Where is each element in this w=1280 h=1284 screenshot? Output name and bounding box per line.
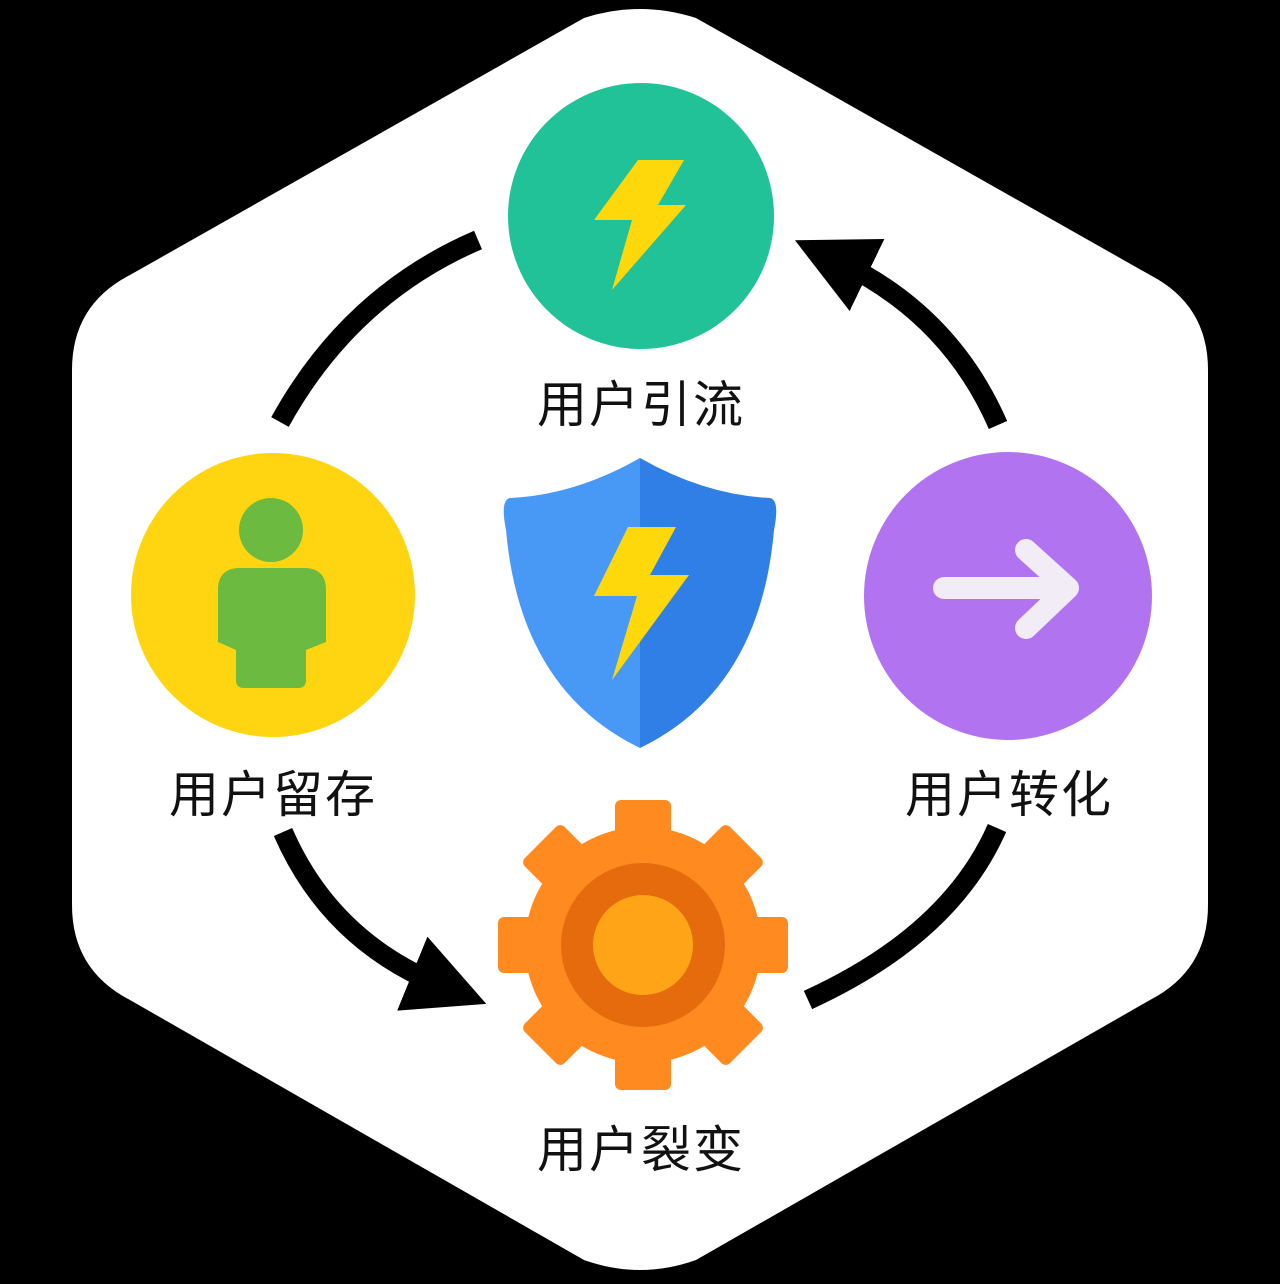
label-acquisition: 用户引流 [537, 376, 745, 434]
label-conversion: 用户转化 [905, 766, 1113, 824]
lightning-bolt-icon [594, 160, 686, 290]
arrow-conversion-to-acquisition [794, 239, 1008, 430]
connector-conversion-to-fission [803, 823, 1007, 1010]
shield-lightning-icon [503, 458, 777, 748]
label-fission: 用户裂变 [537, 1121, 745, 1179]
node-fission [498, 800, 788, 1090]
gear-icon [498, 800, 788, 1090]
shield-bolt [594, 527, 689, 680]
node-conversion [864, 452, 1152, 740]
arrow-retention-to-fission [273, 828, 487, 1011]
connector-retention-to-acquisition [271, 230, 482, 427]
node-retention [131, 453, 415, 737]
person-icon [218, 498, 326, 688]
label-retention: 用户留存 [169, 766, 377, 824]
arrow-right-icon [933, 539, 1079, 639]
shield-left-half [503, 458, 640, 748]
node-acquisition [508, 83, 774, 349]
